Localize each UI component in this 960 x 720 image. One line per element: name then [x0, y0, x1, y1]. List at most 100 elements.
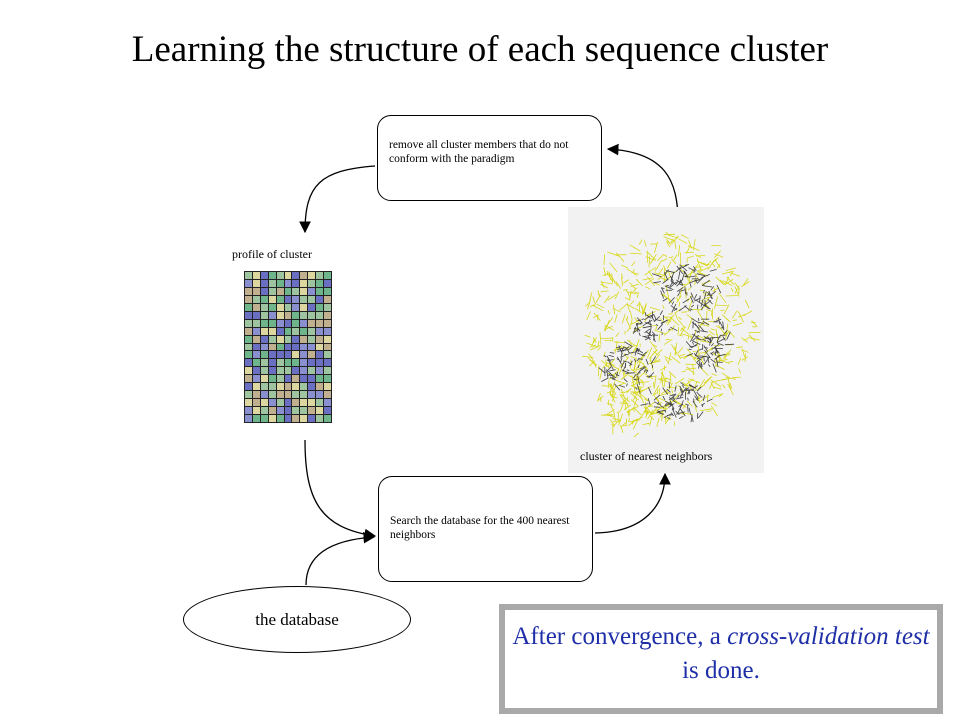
structure-stroke — [607, 274, 614, 283]
structure-stroke — [631, 261, 636, 267]
profile-cell — [260, 343, 268, 351]
structure-stroke — [626, 289, 631, 298]
structure-stroke — [696, 255, 706, 257]
structure-stroke — [620, 361, 625, 369]
structure-stroke — [683, 270, 687, 275]
structure-stroke — [738, 368, 742, 374]
structure-stroke — [722, 280, 733, 286]
structure-stroke — [626, 347, 630, 354]
structure-stroke — [713, 350, 719, 354]
structure-stroke — [633, 317, 641, 325]
structure-stroke — [648, 331, 650, 339]
structure-stroke — [677, 326, 680, 336]
profile-cell — [324, 272, 331, 279]
structure-stroke — [671, 301, 675, 305]
structure-stroke — [714, 250, 721, 259]
structure-stroke — [711, 262, 716, 267]
structure-stroke — [697, 275, 705, 283]
profile-cell — [268, 391, 276, 399]
structure-stroke — [707, 340, 710, 343]
structure-stroke — [662, 293, 673, 304]
structure-stroke — [655, 396, 660, 402]
structure-stroke — [690, 295, 694, 304]
structure-stroke — [688, 384, 694, 389]
structure-stroke — [616, 252, 625, 262]
structure-stroke — [743, 310, 753, 317]
structure-stroke — [608, 355, 614, 357]
structure-stroke — [750, 321, 756, 324]
structure-stroke — [655, 325, 658, 330]
structure-stroke — [615, 281, 622, 289]
structure-stroke — [691, 414, 694, 423]
profile-cell — [260, 367, 268, 375]
structure-stroke — [696, 277, 703, 282]
structure-stroke — [671, 235, 679, 244]
profile-cell — [252, 415, 260, 422]
profile-cell — [324, 375, 331, 383]
structure-stroke — [677, 292, 681, 297]
structure-stroke — [689, 354, 700, 362]
database-label: the database — [255, 609, 339, 629]
structure-stroke — [734, 282, 741, 290]
structure-stroke — [738, 313, 746, 318]
profile-cell — [284, 383, 292, 391]
structure-stroke — [695, 397, 699, 400]
structure-stroke — [678, 353, 686, 357]
structure-stroke — [632, 390, 640, 401]
structure-stroke — [622, 364, 627, 372]
profile-cell — [316, 287, 324, 295]
structure-stroke — [717, 342, 724, 346]
structure-stroke — [619, 365, 624, 367]
remove-step-box: remove all cluster members that do not c… — [377, 115, 602, 201]
structure-stroke — [660, 372, 665, 378]
structure-stroke — [722, 384, 726, 389]
structure-stroke — [697, 321, 705, 325]
profile-cell — [260, 399, 268, 407]
structure-stroke — [724, 330, 728, 335]
structure-stroke — [597, 365, 600, 377]
structure-stroke — [688, 391, 691, 395]
structure-stroke — [637, 385, 643, 388]
structure-stroke — [678, 289, 686, 292]
profile-cell — [308, 303, 316, 311]
structure-stroke — [701, 274, 710, 279]
structure-stroke — [626, 326, 632, 333]
structure-stroke — [620, 421, 628, 428]
structure-stroke — [704, 291, 707, 299]
profile-cell — [316, 319, 324, 327]
structure-stroke — [592, 338, 595, 344]
structure-stroke — [590, 345, 601, 351]
structure-stroke — [634, 387, 638, 390]
structure-stroke — [647, 398, 651, 406]
structure-stroke — [659, 277, 666, 280]
structure-stroke — [715, 316, 720, 321]
structure-stroke — [641, 318, 644, 321]
profile-cell — [308, 351, 316, 359]
profile-cell — [284, 272, 292, 279]
structure-stroke — [607, 294, 617, 301]
structure-stroke — [606, 390, 612, 394]
structure-stroke — [700, 330, 708, 333]
structure-stroke — [650, 253, 657, 264]
structure-stroke — [664, 272, 668, 280]
profile-cell — [276, 287, 284, 295]
structure-stroke — [671, 389, 674, 394]
structure-stroke — [692, 364, 694, 376]
structure-stroke — [685, 341, 693, 349]
profile-cell — [268, 311, 276, 319]
structure-stroke — [707, 298, 713, 305]
structure-stroke — [629, 360, 633, 366]
structure-stroke — [685, 389, 694, 391]
profile-cell — [252, 375, 260, 383]
structure-stroke — [678, 271, 681, 280]
structure-stroke — [597, 393, 601, 402]
structure-stroke — [681, 412, 694, 416]
profile-cell — [284, 415, 292, 422]
profile-cell — [268, 327, 276, 335]
structure-stroke — [681, 370, 687, 373]
structure-stroke — [629, 244, 641, 252]
structure-stroke — [663, 413, 672, 419]
structure-stroke — [587, 299, 591, 310]
structure-stroke — [614, 373, 620, 377]
structure-stroke — [668, 256, 674, 258]
